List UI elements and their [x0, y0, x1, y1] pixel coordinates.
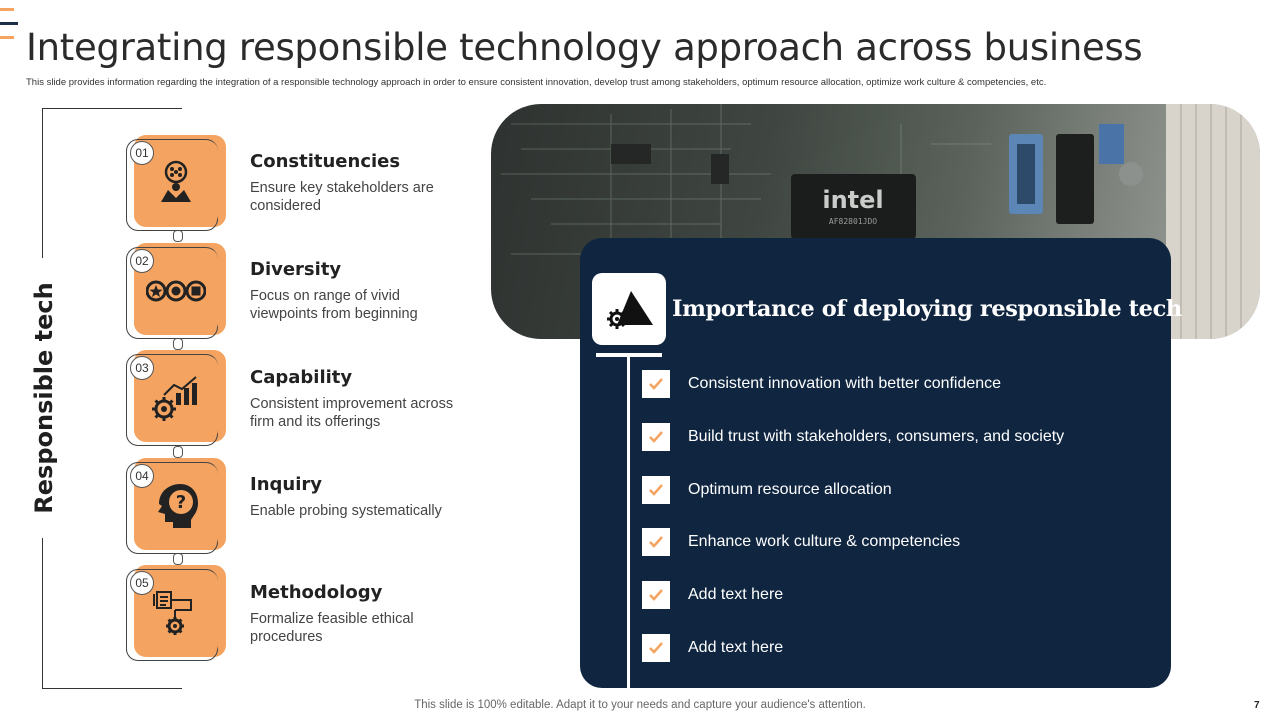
step-number: 04 — [130, 464, 154, 488]
panel-item: Add text here — [688, 639, 784, 656]
check-icon — [642, 476, 670, 504]
step-desc: Formalize feasible ethical procedures — [250, 611, 414, 645]
panel-item: Add text here — [688, 586, 784, 603]
svg-text:?: ? — [176, 492, 186, 513]
step-methodology: 05 — [126, 565, 226, 661]
svg-text:AF82801JDO: AF82801JDO — [829, 217, 877, 226]
step-title: Methodology — [250, 582, 383, 603]
step-number: 03 — [130, 356, 154, 380]
panel-title: Importance of deploying responsible tech — [672, 296, 1182, 322]
stakeholders-icon — [161, 160, 191, 202]
step-inquiry: ? 04 — [126, 458, 226, 554]
step-diversity: 02 — [126, 243, 226, 339]
connector — [173, 230, 183, 242]
step-desc: Consistent improvement across firm and i… — [250, 396, 454, 430]
panel-item: Consistent innovation with better confid… — [688, 375, 1002, 392]
step-desc: Ensure key stakeholders are considered — [250, 180, 434, 214]
step-constituencies: 01 — [126, 135, 226, 231]
logo-mark — [0, 8, 18, 50]
step-title: Constituencies — [250, 151, 401, 172]
panel-item: Build trust with stakeholders, consumers… — [688, 428, 1065, 445]
step-title: Diversity — [250, 259, 342, 280]
step-title: Capability — [250, 367, 353, 388]
diversity-icon — [146, 280, 206, 302]
step-number: 05 — [130, 571, 154, 595]
panel-timeline-line — [627, 353, 630, 689]
footer-note: This slide is 100% editable. Adapt it to… — [414, 699, 866, 711]
connector — [173, 338, 183, 350]
step-title: Inquiry — [250, 474, 322, 495]
inquiry-icon: ? — [158, 484, 198, 528]
connector — [173, 553, 183, 565]
check-icon — [642, 634, 670, 662]
page-subtitle: This slide provides information regardin… — [26, 77, 1047, 88]
importance-panel — [580, 238, 1171, 688]
svg-text:intel: intel — [822, 186, 883, 214]
step-capability: 03 — [126, 350, 226, 446]
bracket-bottom — [42, 538, 182, 689]
panel-item: Enhance work culture & competencies — [688, 533, 961, 550]
check-icon — [642, 581, 670, 609]
check-icon — [642, 423, 670, 451]
check-icon — [642, 370, 670, 398]
gear-triangle-icon — [607, 291, 653, 329]
page-title: Integrating responsible technology appro… — [26, 26, 1143, 69]
page-number: 7 — [1254, 700, 1260, 711]
step-number: 01 — [130, 141, 154, 165]
check-icon — [642, 528, 670, 556]
bracket-top — [42, 108, 182, 258]
connector — [173, 446, 183, 458]
capability-icon — [152, 376, 197, 421]
step-desc: Enable probing systematically — [250, 503, 442, 519]
panel-item: Optimum resource allocation — [688, 481, 892, 498]
step-desc: Focus on range of vivid viewpoints from … — [250, 288, 418, 322]
methodology-icon — [153, 591, 192, 635]
panel-icon-box — [592, 273, 666, 345]
step-number: 02 — [130, 249, 154, 273]
side-label: Responsible tech — [30, 282, 58, 514]
